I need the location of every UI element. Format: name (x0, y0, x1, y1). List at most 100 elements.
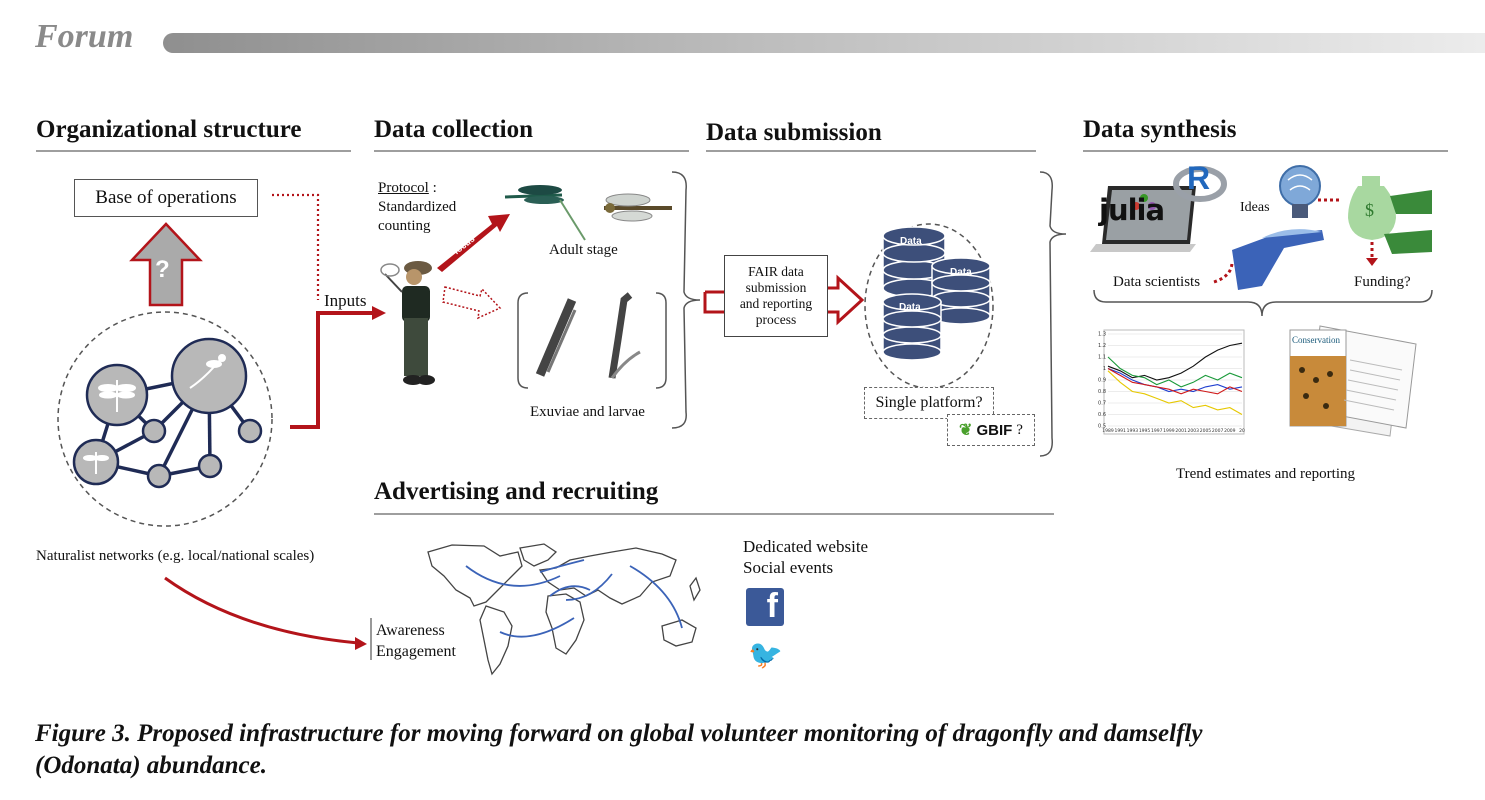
forum-bar (163, 33, 1485, 53)
inputs-arrowhead (372, 306, 386, 320)
engagement-label: Engagement (376, 643, 456, 660)
adult-stage-label: Adult stage (549, 242, 618, 258)
lightbulb-icon (1279, 165, 1321, 218)
inputs-label: Inputs (324, 291, 367, 310)
chart-series-line (1107, 356, 1243, 388)
protocol-line2: Standardized (378, 199, 457, 215)
awareness-arrowhead (355, 637, 367, 650)
funding-label: Funding? (1354, 274, 1411, 290)
chart-xtick-label: 1995 (1139, 428, 1151, 434)
paper-title: Conservation (1292, 335, 1340, 345)
database-ellipse (864, 223, 994, 389)
chart-ytick-label: 1 (1103, 366, 1106, 372)
db-label-right: Data (950, 267, 972, 278)
dotted-link-base (272, 193, 320, 300)
chart-ytick-label: 1.1 (1098, 355, 1106, 361)
social-events-label: Social events (743, 558, 834, 577)
world-map-icon (427, 543, 701, 676)
twitter-icon[interactable]: 🐦 (748, 638, 783, 671)
protocol-label: Protocol : (378, 180, 437, 196)
advertising-title: Advertising and recruiting (374, 478, 659, 505)
base-of-operations-box: Base of operations (74, 179, 258, 217)
chart-ytick-label: 1.3 (1098, 332, 1106, 338)
advertising-rule (374, 513, 1054, 515)
larva-icon (608, 292, 641, 379)
chart-ytick-label: 0.5 (1098, 424, 1106, 430)
dragonfly-icon (83, 354, 226, 474)
collection-title: Data collection (374, 116, 533, 143)
submission-title: Data submission (706, 119, 882, 146)
gbif-label: GBIF (976, 421, 1013, 439)
money-bag-icon (1348, 176, 1396, 240)
chart-ytick-label: 0.8 (1098, 389, 1106, 395)
chart-xtick-label: 2009 (1224, 428, 1236, 434)
synthesis-title: Data synthesis (1083, 116, 1237, 143)
exuviae-bracket-right (655, 292, 667, 389)
r-logo: R (1187, 160, 1211, 196)
database-icons (882, 226, 991, 361)
submission-brace (1039, 171, 1067, 457)
awareness-arrow (164, 576, 359, 645)
chart-xtick-label: 1991 (1114, 428, 1126, 434)
forum-label: Forum (35, 18, 134, 55)
chart-series-line (1107, 342, 1243, 381)
chart-ytick-label: 0.7 (1098, 401, 1106, 407)
chart-xtick-label: 1999 (1163, 428, 1175, 434)
chart-xtick-label: 2007 (1212, 428, 1224, 434)
website-label: Dedicated website (743, 537, 869, 556)
awareness-label: Awareness (376, 622, 445, 639)
network-nodes (72, 337, 263, 489)
laptop-icon (1090, 186, 1196, 252)
chart-ytick-label: 0.6 (1098, 412, 1106, 418)
organizational-title: Organizational structure (36, 116, 302, 143)
dollar-sign: $ (1365, 200, 1374, 220)
synthesis-bracket (1093, 289, 1433, 317)
exuviae-bracket-left (517, 292, 529, 389)
chart-series-line (1107, 370, 1243, 415)
caption-line2: (Odonata) abundance. (35, 752, 267, 779)
collection-rule (374, 150, 689, 152)
gbif-leaf-icon: ❦ (959, 422, 973, 439)
db-label-bottom: Data (899, 302, 921, 313)
db-label-top: Data (900, 236, 922, 247)
chart-ytick-label: 1.2 (1098, 343, 1106, 349)
organizational-rule (36, 150, 351, 152)
map-arrows (465, 559, 683, 638)
figure-caption: Figure 3. Proposed infrastructure for mo… (35, 718, 1455, 782)
single-platform-box: Single platform? (864, 387, 994, 419)
r-logo-ring (1173, 166, 1227, 202)
caption-line1: Figure 3. Proposed infrastructure for mo… (35, 720, 1203, 747)
data-scientists-label: Data scientists (1113, 274, 1201, 290)
chart-frame (1103, 329, 1245, 435)
exuviae-label: Exuviae and larvae (530, 404, 645, 420)
synthesis-rule (1083, 150, 1448, 152)
chart-xtick-label: 2001 (1175, 428, 1187, 434)
gbif-box: ❦ GBIF ? (947, 414, 1035, 446)
chart-xtick-label: 1997 (1151, 428, 1163, 434)
exuviae-arrow (442, 286, 502, 320)
network-label: Naturalist networks (e.g. local/national… (36, 548, 315, 564)
chart-series-line (1107, 367, 1243, 393)
database-bottom (882, 293, 942, 361)
facebook-icon[interactable]: f (746, 587, 784, 626)
chart-xtick-label: 20 (1239, 428, 1245, 434)
submission-rule (706, 150, 1036, 152)
chart-xtick-label: 2003 (1188, 428, 1200, 434)
green-hands-icon (1384, 190, 1432, 254)
volunteer-figure (380, 261, 435, 385)
focus-arrow (437, 214, 510, 272)
chart-xtick-label: 1993 (1127, 428, 1139, 434)
protocol-line3: counting (378, 218, 431, 234)
chart-ytick-label: 0.9 (1098, 378, 1106, 384)
papers-icon (1289, 325, 1417, 437)
inputs-arrow (290, 311, 375, 429)
trend-label: Trend estimates and reporting (1176, 466, 1355, 482)
question-mark: ? (155, 256, 170, 283)
funding-arrowhead (1366, 258, 1378, 266)
fair-out-arrow (826, 274, 865, 326)
chart-series-line (1107, 368, 1243, 395)
hand-icon (1232, 229, 1324, 290)
gbif-question: ? (1016, 421, 1023, 438)
